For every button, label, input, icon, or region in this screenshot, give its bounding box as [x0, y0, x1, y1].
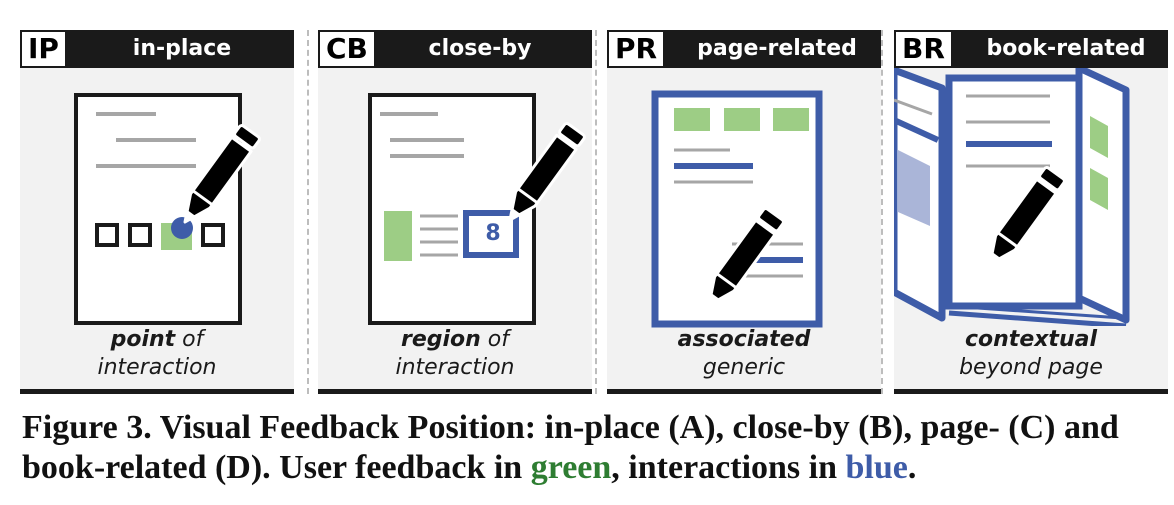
interaction-point — [171, 217, 193, 239]
panel-bottom-bar — [20, 389, 294, 394]
document-icon — [368, 93, 536, 325]
panel-caption: associated generic — [607, 326, 881, 382]
figure-caption: Figure 3. Visual Feedback Position: in-p… — [22, 408, 1162, 488]
document-icon — [74, 93, 242, 325]
page-related-illustration — [651, 90, 823, 328]
caption-bold: associated — [677, 327, 811, 352]
caption-line2: generic — [702, 355, 786, 380]
close-by-illustration — [368, 93, 586, 325]
caption-bold: point — [110, 327, 176, 352]
panel-code: PR — [609, 32, 664, 66]
caption-green-word: green — [530, 449, 612, 486]
panel-in-place: IP in-place point of interaction — [20, 30, 294, 394]
caption-text: . — [907, 449, 917, 486]
caption-rest: of — [480, 327, 510, 352]
region-badge: 8 — [485, 221, 501, 246]
in-place-illustration — [74, 93, 261, 325]
panel-bottom-bar — [318, 389, 592, 394]
panel-code: BR — [896, 32, 951, 66]
book-related-illustration — [894, 64, 1130, 326]
pencil-icon — [508, 122, 586, 222]
caption-line2: beyond page — [959, 355, 1103, 380]
panel-code: IP — [22, 32, 65, 66]
panel-page-related: PR page-related associated generic — [607, 30, 881, 394]
caption-blue-word: blue — [845, 449, 908, 486]
interaction-box — [463, 210, 519, 258]
caption-text: Figure 3. Visual Feedback Position: in-p… — [22, 409, 1119, 486]
panel-caption: contextual beyond page — [894, 326, 1168, 382]
panel-bottom-bar — [894, 389, 1168, 394]
panel-caption: point of interaction — [20, 326, 294, 382]
panel-bottom-bar — [607, 389, 881, 394]
panel-name: page-related — [697, 36, 857, 61]
caption-line2: interaction — [97, 355, 217, 380]
pencil-icon — [988, 166, 1066, 266]
panel-code: CB — [320, 32, 374, 66]
panel-separator — [595, 30, 597, 394]
panel-book-related: BR book-related contextual beyond page — [894, 30, 1168, 394]
text-lines — [420, 214, 458, 257]
caption-line2: interaction — [395, 355, 515, 380]
pencil-icon — [707, 207, 785, 307]
feedback-region — [384, 211, 412, 261]
panel-name: close-by — [428, 36, 532, 61]
caption-bold: contextual — [964, 327, 1097, 352]
caption-bold: region — [400, 327, 481, 352]
panel-name: book-related — [986, 36, 1146, 61]
caption-rest: of — [175, 327, 204, 352]
panel-separator — [307, 30, 309, 394]
panel-name: in-place — [132, 36, 232, 61]
pencil-icon — [183, 124, 261, 224]
book-icon — [894, 64, 1130, 326]
panel-separator — [881, 30, 883, 394]
document-icon — [651, 90, 823, 328]
panel-close-by: CB close-by 8 region of interaction — [318, 30, 592, 394]
caption-text: , interactions in — [611, 449, 846, 486]
panel-caption: region of interaction — [318, 326, 592, 382]
panel-header — [20, 30, 294, 68]
